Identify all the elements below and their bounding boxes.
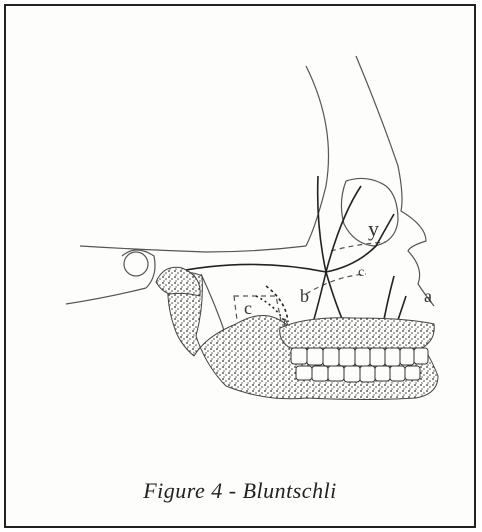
- tooth: [307, 348, 323, 365]
- tooth: [328, 366, 344, 381]
- tooth: [355, 348, 370, 366]
- dashed-line-2: [306, 274, 366, 294]
- label-b: b: [300, 286, 309, 306]
- maxilla: [280, 318, 435, 348]
- forehead-outline: [356, 56, 434, 306]
- ramus-front: [201, 274, 226, 336]
- label-c-small: c: [358, 265, 364, 280]
- tooth: [390, 366, 405, 381]
- label-y: y: [368, 216, 379, 241]
- ear-outline: [124, 252, 148, 276]
- teeth-group: [291, 348, 428, 382]
- tooth: [291, 348, 307, 364]
- tooth: [370, 348, 385, 366]
- label-c-large: c: [244, 298, 252, 318]
- figure-frame: a b c c y Figure 4 - Bluntschli: [4, 4, 476, 528]
- tooth: [360, 366, 375, 382]
- nerve-branch-2: [326, 186, 361, 272]
- tooth: [323, 348, 339, 366]
- skull-diagram: a b c c y: [6, 6, 476, 456]
- condyle: [156, 267, 200, 296]
- zygomatic-lower: [66, 288, 146, 304]
- figure-caption: Figure 4 - Bluntschli: [6, 478, 474, 504]
- cranial-outline: [306, 66, 329, 246]
- tooth: [414, 348, 428, 364]
- tooth: [296, 366, 312, 380]
- tooth: [385, 348, 400, 366]
- tooth: [405, 366, 420, 380]
- zygomatic-arch: [80, 246, 306, 252]
- label-a: a: [424, 286, 432, 306]
- tooth: [344, 366, 360, 382]
- tooth: [339, 348, 355, 366]
- tooth: [312, 366, 328, 381]
- tooth: [375, 366, 390, 381]
- tooth: [400, 348, 414, 365]
